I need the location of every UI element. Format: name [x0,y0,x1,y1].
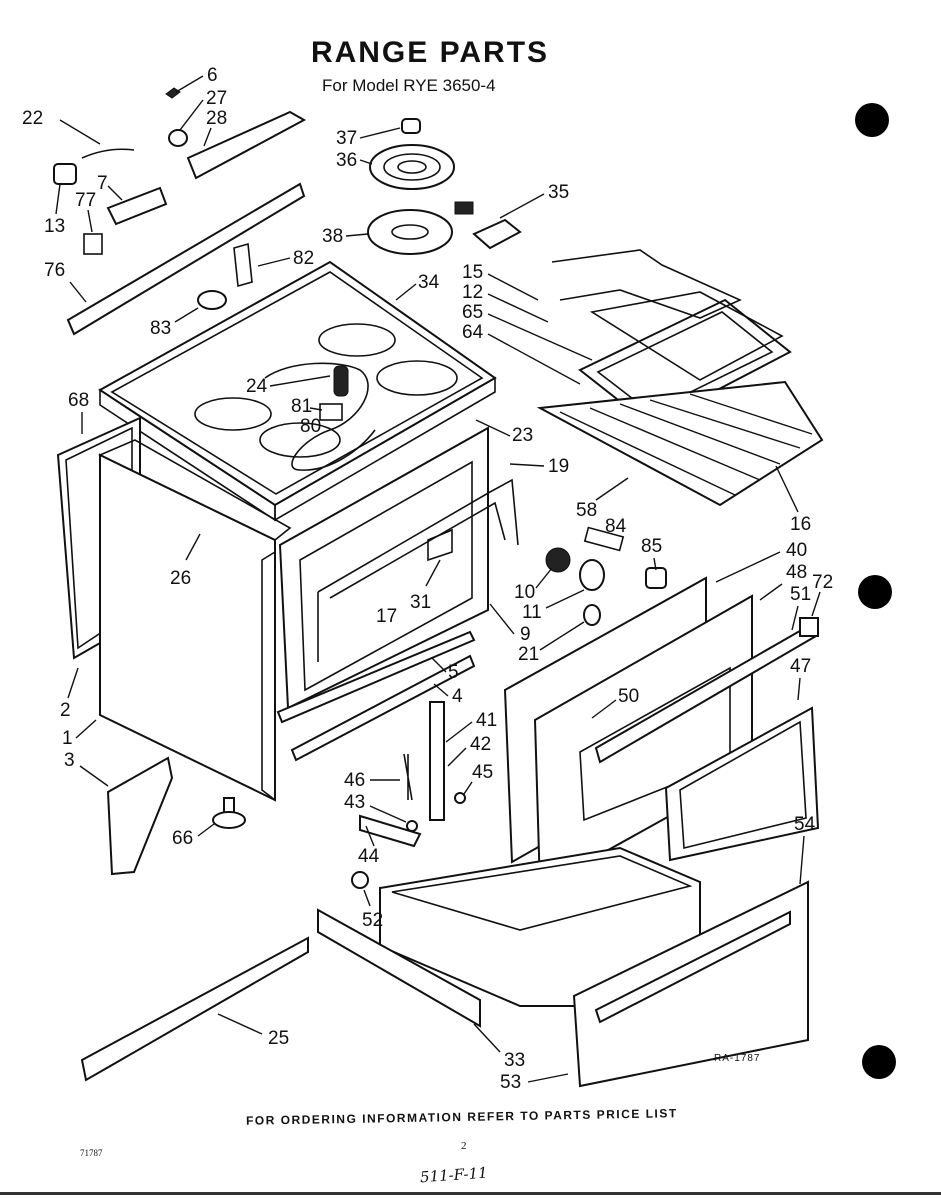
drip-bowl-part [367,209,453,255]
callout-25: 25 [268,1028,289,1049]
anti-tip-bracket-part [106,756,174,876]
callout-21: 21 [518,644,539,665]
callout-37: 37 [336,128,357,149]
callout-13: 13 [44,216,65,237]
callout-labels: 6 27 28 22 7 77 13 76 82 83 37 36 35 [22,65,833,1093]
callout-53: 53 [500,1072,521,1093]
binder-hole-top [855,103,889,137]
callout-35: 35 [548,182,569,203]
callout-24: 24 [246,376,268,397]
callout-5: 5 [448,662,459,683]
callout-38: 38 [322,226,343,247]
callout-3: 3 [64,750,75,771]
oven-door-part [503,576,820,890]
model-subtitle: For Model RYE 3650-4 [322,76,496,95]
callout-23: 23 [512,425,533,446]
callout-47: 47 [790,656,811,677]
callout-16: 16 [790,514,811,535]
callout-72: 72 [812,572,833,593]
storage-drawer-part [317,846,809,1088]
callout-46: 46 [344,770,365,791]
cabinet-body-part [98,439,292,802]
oven-frame-part [278,426,519,710]
callout-15: 15 [462,262,483,283]
callout-6: 6 [207,65,218,86]
page-title: RANGE PARTS [310,36,550,69]
diagram-reference-code: RA-1787 [714,1053,761,1064]
callout-83: 83 [150,318,171,339]
wiring-harness-part [264,362,376,471]
callout-26: 26 [170,568,191,589]
callout-2: 2 [60,700,71,721]
receptacle-block-part [454,201,522,250]
callout-51: 51 [790,584,811,605]
scan-edge-rule [0,1192,941,1195]
callout-28: 28 [206,108,227,129]
callout-66: 66 [172,828,193,849]
callout-36: 36 [336,150,357,171]
oven-rack-part [536,380,824,507]
leveling-leg-part [212,797,246,829]
callout-81: 81 [291,396,312,417]
page-number: 2 [461,1140,467,1152]
callout-33: 33 [504,1050,525,1071]
surface-element-part [369,118,455,190]
binder-hole-bottom [862,1045,896,1079]
door-hinge-parts [359,701,466,848]
callout-41: 41 [476,710,497,731]
callout-17: 17 [376,606,397,627]
callout-58: 58 [576,500,597,521]
callout-64: 64 [462,322,484,343]
callout-44: 44 [358,846,380,867]
callout-77: 77 [75,190,96,211]
kickplate-part [80,936,309,1082]
callout-82: 82 [293,248,314,269]
drawer-rail-part [276,630,476,762]
cooktop-part [98,260,497,522]
binder-hole-middle [858,575,892,609]
callout-11: 11 [522,602,542,623]
callout-80: 80 [300,416,321,437]
callout-54: 54 [794,814,816,835]
callout-85: 85 [641,536,662,557]
backguard-parts [53,87,307,336]
callout-10: 10 [514,582,535,603]
callout-22: 22 [22,108,43,129]
callout-40: 40 [786,540,807,561]
callout-19: 19 [548,456,569,477]
callout-52: 52 [362,910,383,931]
callout-84: 84 [605,516,627,537]
document-code: 71787 [80,1148,103,1158]
callout-9: 9 [520,624,531,645]
callout-48: 48 [786,562,807,583]
callout-68: 68 [68,390,89,411]
callout-50: 50 [618,686,639,707]
callout-31: 31 [410,592,431,613]
callout-43: 43 [344,792,365,813]
callout-4: 4 [452,686,463,707]
oven-light-parts [545,526,667,626]
callout-65: 65 [462,302,483,323]
callout-45: 45 [472,762,493,783]
callout-42: 42 [470,734,491,755]
callout-1: 1 [62,728,73,749]
callout-7: 7 [97,173,108,194]
callout-76: 76 [44,260,65,281]
callout-27: 27 [206,88,227,109]
heating-element-part [551,249,742,319]
callout-12: 12 [462,282,483,303]
callout-34: 34 [418,272,440,293]
